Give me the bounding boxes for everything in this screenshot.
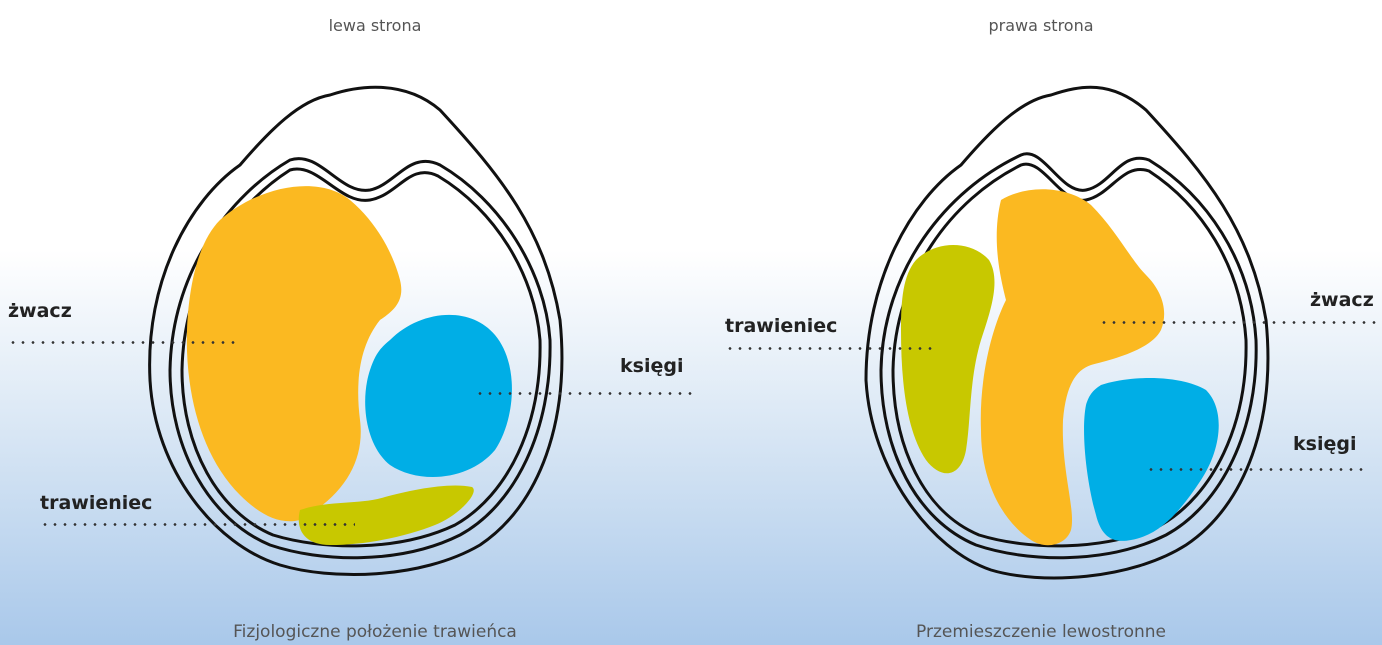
right-side-label: prawa strona (988, 16, 1093, 35)
left-abomasum-label: trawieniec (40, 492, 152, 514)
left-rumen-label: żwacz (8, 300, 72, 322)
right-abomasum-shape (901, 245, 994, 473)
right-omasum-leader (1146, 468, 1368, 471)
left-omasum-shape (365, 315, 512, 477)
right-abomasum-leader (725, 347, 935, 350)
left-rumen-leader (8, 341, 240, 344)
left-abomasum-leader (40, 523, 355, 526)
right-caption: Przemieszczenie lewostronne (916, 622, 1166, 642)
right-omasum-shape (1084, 378, 1219, 541)
left-panel: lewa strona żwacz księgi trawieniec Fizj… (0, 0, 691, 645)
right-abomasum-label: trawieniec (725, 315, 837, 337)
left-cross-section (0, 0, 691, 645)
right-rumen-label: żwacz (1310, 289, 1374, 311)
left-omasum-leader (475, 392, 697, 395)
right-omasum-label: księgi (1293, 433, 1356, 455)
right-rumen-leader (1099, 321, 1382, 324)
right-panel: prawa strona żwacz trawieniec księgi Prz… (691, 0, 1382, 645)
left-omasum-label: księgi (620, 355, 683, 377)
left-caption: Fizjologiczne położenie trawieńca (233, 622, 517, 642)
left-side-label: lewa strona (329, 16, 422, 35)
left-rumen-shape (187, 186, 401, 521)
